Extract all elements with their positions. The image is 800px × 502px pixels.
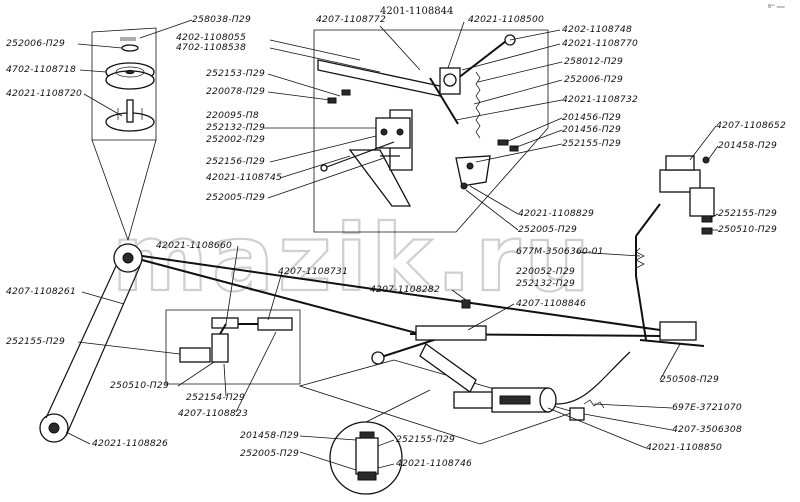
label-252153: 252153-П29 [206, 68, 265, 79]
label-42021-1108746: 42021-1108746 [396, 458, 472, 469]
label-4702-1108538: 4702-1108538 [176, 42, 246, 53]
label-252132-b: 252132-П29 [516, 278, 575, 289]
label-252132-a: 252132-П29 [206, 122, 265, 133]
label-4207-1108772: 4207-1108772 [316, 14, 386, 25]
label-252005-a: 252005-П29 [206, 192, 265, 203]
label-42021-1108850: 42021-1108850 [646, 442, 722, 453]
label-4207-1108282: 4207-1108282 [370, 284, 440, 295]
diagram-title: 4201-1108844 [380, 6, 453, 17]
label-4202-1108748: 4202-1108748 [562, 24, 632, 35]
watermark: mazik.ru [112, 205, 594, 312]
label-201456-b: 201456-П29 [562, 124, 621, 135]
label-4207-1108261: 4207-1108261 [6, 286, 76, 297]
label-252155-b: 252155-П29 [718, 208, 777, 219]
label-220052: 220052-П29 [516, 266, 575, 277]
label-252006-a: 252006-П29 [6, 38, 65, 49]
label-220095: 220095-П8 [206, 110, 259, 121]
label-42021-1108500: 42021-1108500 [468, 14, 544, 25]
label-697e-3721070: 697Е-3721070 [672, 402, 742, 413]
solenoid-assembly [635, 155, 715, 341]
label-252154: 252154-П29 [186, 392, 245, 403]
label-258012: 258012-П29 [564, 56, 623, 67]
leader-lines [65, 19, 719, 471]
pulley-inset [91, 27, 157, 241]
label-201456-a: 201456-П29 [562, 112, 621, 123]
center-linkage [298, 299, 705, 445]
label-252155-a: 252155-П29 [562, 138, 621, 149]
label-250510-b: 250510-П29 [110, 380, 169, 391]
label-250510-a: 250510-П29 [718, 224, 777, 235]
label-42021-1108770: 42021-1108770 [562, 38, 638, 49]
label-220078: 220078-П29 [206, 86, 265, 97]
label-4207-1108846: 4207-1108846 [516, 298, 586, 309]
corner-mark: 6ᵃˢ ₀₀₀₀ [768, 4, 785, 10]
label-42021-1108660: 42021-1108660 [156, 240, 232, 251]
fittings-inset [165, 309, 301, 385]
label-201458-a: 201458-П29 [718, 140, 777, 151]
label-252155-c: 252155-П29 [6, 336, 65, 347]
label-258038: 258038-П29 [192, 14, 251, 25]
label-4207-1108823: 4207-1108823 [178, 408, 248, 419]
label-4207-1108731: 4207-1108731 [278, 266, 348, 277]
label-252005-b: 252005-П29 [518, 224, 577, 235]
bottom-inset [329, 389, 431, 495]
label-252156: 252156-П29 [206, 156, 265, 167]
label-42021-1108720: 42021-1108720 [6, 88, 82, 99]
label-252002: 252002-П29 [206, 134, 265, 145]
label-250508: 250508-П29 [660, 374, 719, 385]
label-252006-b: 252006-П29 [564, 74, 623, 85]
lever-inset [313, 29, 549, 233]
label-252005-c: 252005-П29 [240, 448, 299, 459]
label-42021-1108826: 42021-1108826 [92, 438, 168, 449]
label-252155-d: 252155-П29 [396, 434, 455, 445]
label-677m-3506360: 677М-3506360-01 [516, 246, 604, 257]
label-4207-1108652: 4207-1108652 [716, 120, 786, 131]
label-201458-b: 201458-П29 [240, 430, 299, 441]
label-4207-3506308: 4207-3506308 [672, 424, 742, 435]
label-4202-1108055: 4202-1108055 [176, 32, 246, 43]
label-42021-1108829: 42021-1108829 [518, 208, 594, 219]
label-4702-1108718: 4702-1108718 [6, 64, 76, 75]
label-42021-1108732: 42021-1108732 [562, 94, 638, 105]
label-42021-1108745: 42021-1108745 [206, 172, 282, 183]
part-labels: 258038-П29 252006-П29 4702-1108718 42021… [6, 14, 786, 469]
